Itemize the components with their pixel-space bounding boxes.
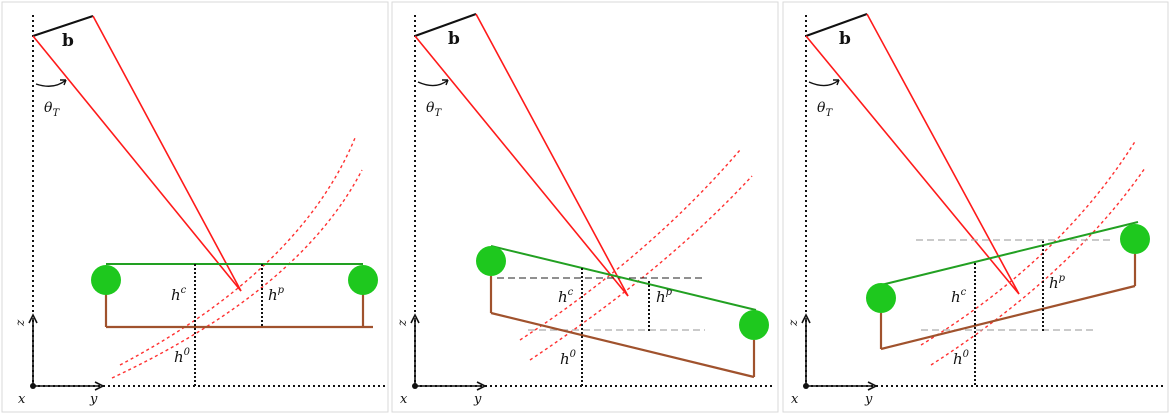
h-0-label: h0: [953, 349, 970, 368]
tree-left-crown: [91, 265, 121, 295]
look-angle-label: θT: [44, 100, 60, 119]
y-axis-arrowhead: [867, 381, 878, 391]
look-angle-label: θT: [426, 100, 442, 119]
ground-line: [490, 311, 755, 379]
baseline-label: b: [839, 29, 851, 49]
h-p-label: hp: [268, 285, 285, 304]
baseline-label: b: [62, 31, 74, 51]
ground-line: [880, 284, 1136, 351]
panel-frame: [1, 1, 389, 413]
h-p-label: hp: [1049, 273, 1066, 292]
x-axis-label: x: [18, 392, 26, 407]
z-axis-arrowhead: [410, 313, 420, 324]
tree-left-crown: [866, 283, 896, 313]
y-axis-label: y: [864, 392, 873, 407]
panel-frame: [391, 1, 779, 413]
tree-right-crown: [348, 265, 378, 295]
x-axis-origin: [803, 383, 809, 389]
x-axis-origin: [412, 383, 418, 389]
line-of-sight-slave: [475, 13, 629, 297]
panel-ascending-slope: b θT hc hp h0 z x: [781, 0, 1171, 416]
baseline-segment: [805, 13, 868, 37]
canopy-line: [880, 221, 1139, 286]
tree-left-crown: [476, 246, 506, 276]
line-of-sight-slave: [866, 13, 1020, 295]
look-angle-arc: [35, 79, 67, 87]
panel-frame: [782, 1, 1169, 413]
look-angle-arrowhead: [60, 79, 67, 86]
x-axis-origin: [30, 383, 36, 389]
panel-2-diagram: b θT hc hp h0 z x: [391, 1, 779, 413]
z-axis-label: z: [13, 319, 27, 327]
z-axis-arrowhead: [28, 313, 38, 324]
look-angle-arc: [417, 79, 449, 87]
line-of-sight-master: [805, 35, 1020, 295]
line-of-sight-master: [414, 35, 629, 297]
line-of-sight-master: [32, 35, 242, 292]
look-angle-label: θT: [817, 100, 833, 119]
wavefront-outer: [111, 169, 363, 379]
look-angle-arrowhead: [442, 79, 449, 86]
y-axis-arrowhead: [94, 381, 105, 391]
tree-right-crown: [1120, 224, 1150, 254]
tree-right-crown: [739, 310, 769, 340]
h-0-label: h0: [560, 349, 577, 368]
baseline-segment: [32, 15, 94, 37]
z-axis-label: z: [786, 319, 800, 327]
panel-3-diagram: b θT hc hp h0 z x: [782, 1, 1169, 413]
x-axis-label: x: [400, 392, 408, 407]
canopy-line: [490, 245, 757, 311]
h-p-label: hp: [656, 287, 673, 306]
panel-1-diagram: b θT hc hp h0 z x y: [1, 1, 389, 413]
wavefront-inner: [519, 149, 741, 341]
h-c-label: hc: [951, 287, 967, 306]
h-0-label: h0: [174, 347, 191, 366]
wavefront-outer: [930, 167, 1146, 366]
baseline-segment: [414, 13, 477, 37]
y-axis-label: y: [473, 392, 482, 407]
wavefront-inner: [920, 139, 1137, 346]
look-angle-arc: [808, 79, 840, 87]
z-axis-arrowhead: [801, 313, 811, 324]
wavefront-inner: [119, 137, 356, 366]
h-c-label: hc: [558, 287, 574, 306]
line-of-sight-slave: [92, 15, 242, 292]
baseline-label: b: [448, 29, 460, 49]
wavefront-outer: [529, 175, 753, 361]
x-axis-label: x: [791, 392, 799, 407]
look-angle-arrowhead: [833, 79, 840, 86]
z-axis-label: z: [395, 319, 409, 327]
h-c-label: hc: [171, 285, 187, 304]
panel-flat-terrain: b θT hc hp h0 z x y: [0, 0, 391, 416]
y-axis-label: y: [89, 392, 98, 407]
panel-descending-slope: b θT hc hp h0 z x: [390, 0, 781, 416]
y-axis-arrowhead: [476, 381, 487, 391]
